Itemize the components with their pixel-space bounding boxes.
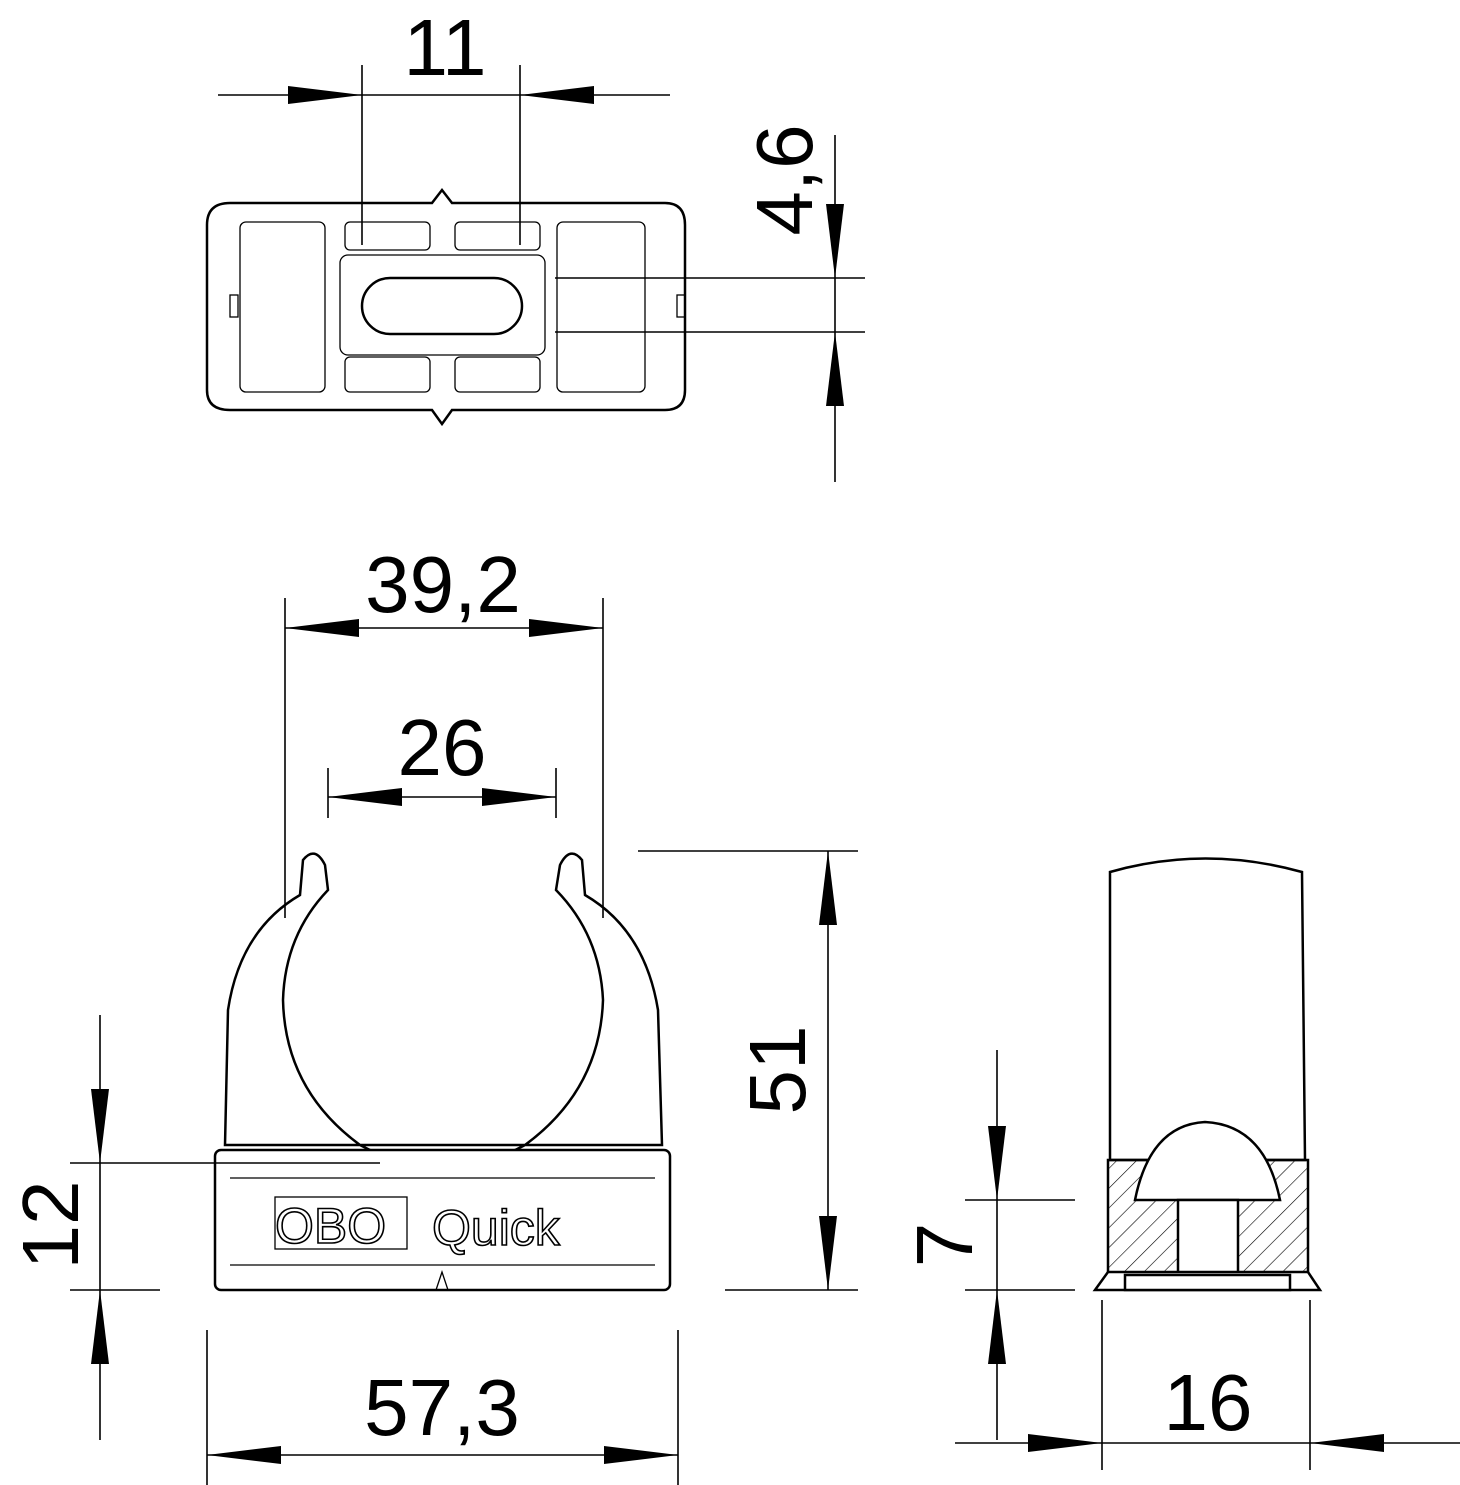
dimension-arrow <box>520 86 594 104</box>
dim-11: 11 <box>403 3 486 92</box>
dim-12: 12 <box>6 1181 95 1270</box>
dimension-arrow <box>988 1290 1006 1364</box>
dimension-arrow <box>826 332 844 406</box>
dimension-arrow <box>285 619 359 637</box>
dimension-arrow <box>604 1446 678 1464</box>
dimension-arrow <box>988 1126 1006 1200</box>
dimension-arrow <box>1028 1434 1102 1452</box>
quick-label: Quick <box>432 1200 561 1256</box>
dim-51: 51 <box>733 1026 822 1115</box>
dimension-arrow <box>826 204 844 278</box>
dim-39-2: 39,2 <box>365 540 521 629</box>
dimension-arrow <box>91 1089 109 1163</box>
dim-7: 7 <box>900 1223 989 1268</box>
dimension-arrow <box>1310 1434 1384 1452</box>
dim-16: 16 <box>1164 1358 1253 1447</box>
side-view <box>1092 857 1323 1292</box>
top-view <box>205 187 687 427</box>
dimension-arrow <box>207 1446 281 1464</box>
dimension-arrow <box>819 851 837 925</box>
dimension-arrow <box>328 788 402 806</box>
dim-4-6: 4,6 <box>740 124 829 235</box>
dimension-arrow <box>288 86 362 104</box>
dimensions <box>70 65 1460 1485</box>
front-view-clip: OBO Quick <box>213 852 672 1292</box>
dimension-arrow <box>819 1216 837 1290</box>
dimension-arrow <box>482 788 556 806</box>
dimension-arrow <box>529 619 603 637</box>
dimension-arrow <box>91 1290 109 1364</box>
dim-57-3: 57,3 <box>364 1363 520 1452</box>
obo-logo: OBO <box>275 1198 386 1254</box>
dim-26: 26 <box>398 703 487 792</box>
